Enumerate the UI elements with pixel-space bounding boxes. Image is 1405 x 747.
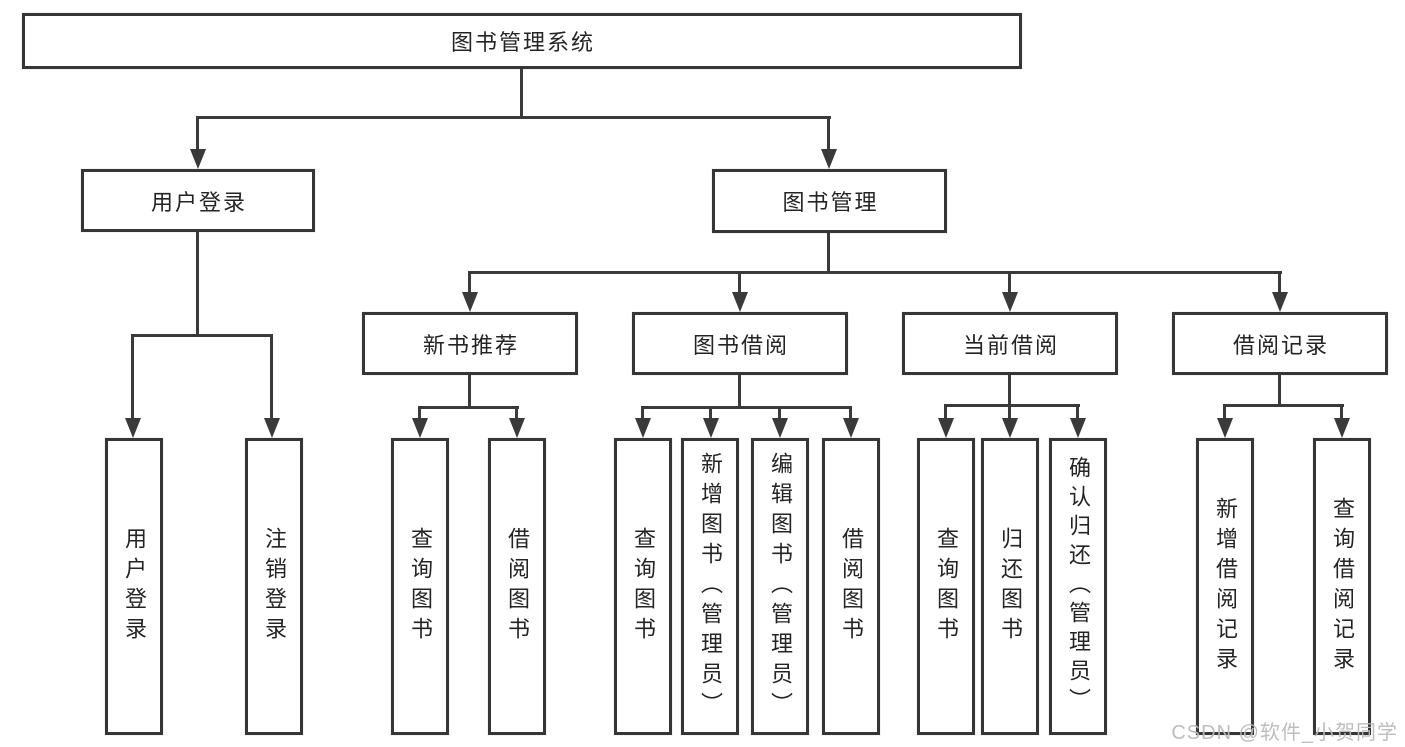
arrowhead-down-icon bbox=[1070, 418, 1086, 438]
connector-line bbox=[738, 271, 741, 295]
connector-line bbox=[196, 116, 831, 119]
node-label: 图书管理 bbox=[782, 190, 879, 215]
leaf-borrow-books-1: 借阅图书 bbox=[488, 438, 546, 735]
connector-line bbox=[196, 116, 199, 152]
connector-line bbox=[1223, 404, 1344, 407]
node-label: 图书借阅 bbox=[692, 332, 789, 358]
leaf-label: 查询借阅记录 bbox=[1330, 496, 1355, 677]
node-book-management: 图书管理 bbox=[712, 169, 947, 233]
connector-line bbox=[641, 406, 852, 409]
node-root-library-system: 图书管理系统 bbox=[22, 13, 1022, 69]
leaf-borrow-books-2: 借阅图书 bbox=[822, 438, 880, 735]
connector-line bbox=[468, 375, 471, 408]
connector-line bbox=[270, 334, 273, 420]
connector-line bbox=[827, 116, 830, 152]
arrowhead-down-icon bbox=[1272, 292, 1288, 312]
leaf-label: 确认归还（管理员） bbox=[1066, 456, 1091, 717]
connector-line bbox=[849, 406, 852, 420]
arrowhead-down-icon bbox=[821, 149, 837, 169]
arrowhead-down-icon bbox=[1002, 292, 1018, 312]
leaf-label: 归还图书 bbox=[998, 526, 1023, 647]
arrowhead-down-icon bbox=[843, 418, 859, 438]
connector-line bbox=[1278, 271, 1281, 295]
connector-line bbox=[944, 404, 1080, 407]
connector-line bbox=[1008, 375, 1011, 406]
connector-line bbox=[1008, 271, 1011, 295]
leaf-confirm-return-admin: 确认归还（管理员） bbox=[1049, 438, 1107, 735]
node-label: 图书管理系统 bbox=[450, 30, 595, 55]
connector-line bbox=[515, 406, 518, 420]
leaf-query-books-2: 查询图书 bbox=[614, 438, 672, 735]
connector-line bbox=[131, 334, 273, 337]
connector-line bbox=[418, 406, 519, 409]
connector-line bbox=[827, 233, 830, 274]
leaf-add-borrow-record: 新增借阅记录 bbox=[1196, 438, 1254, 735]
leaf-label: 新增借阅记录 bbox=[1213, 496, 1238, 677]
arrowhead-down-icon bbox=[772, 418, 788, 438]
leaf-query-books-3: 查询图书 bbox=[917, 438, 975, 735]
arrowhead-down-icon bbox=[635, 418, 651, 438]
connector-line bbox=[778, 406, 781, 420]
connector-line bbox=[418, 406, 421, 420]
csdn-watermark: CSDN @软件_小贺同学 bbox=[1171, 722, 1398, 744]
arrowhead-down-icon bbox=[732, 292, 748, 312]
connector-line bbox=[196, 232, 199, 337]
connector-line bbox=[468, 271, 471, 295]
connector-line bbox=[738, 375, 741, 408]
arrowhead-down-icon bbox=[703, 418, 719, 438]
connector-line bbox=[1223, 404, 1226, 420]
node-book-borrowing: 图书借阅 bbox=[632, 312, 848, 375]
leaf-label: 查询图书 bbox=[631, 526, 656, 647]
leaf-query-borrow-record: 查询借阅记录 bbox=[1313, 438, 1371, 735]
leaf-add-books-admin: 新增图书（管理员） bbox=[681, 438, 739, 735]
leaf-label: 编辑图书（管理员） bbox=[768, 451, 793, 722]
connector-line bbox=[1076, 404, 1079, 420]
node-current-borrowing: 当前借阅 bbox=[902, 312, 1118, 375]
leaf-label: 新增图书（管理员） bbox=[698, 451, 723, 722]
leaf-query-books-1: 查询图书 bbox=[391, 438, 449, 735]
connector-line bbox=[131, 334, 134, 420]
arrowhead-down-icon bbox=[938, 418, 954, 438]
arrowhead-down-icon bbox=[190, 149, 206, 169]
leaf-edit-books-admin: 编辑图书（管理员） bbox=[751, 438, 809, 735]
arrowhead-down-icon bbox=[509, 418, 525, 438]
leaf-return-books: 归还图书 bbox=[981, 438, 1039, 735]
leaf-label: 借阅图书 bbox=[505, 526, 530, 647]
leaf-logout: 注销登录 bbox=[245, 438, 303, 735]
arrowhead-down-icon bbox=[1334, 418, 1350, 438]
node-label: 用户登录 bbox=[150, 189, 247, 215]
arrowhead-down-icon bbox=[412, 418, 428, 438]
leaf-label: 借阅图书 bbox=[839, 526, 864, 647]
leaf-label: 查询图书 bbox=[934, 526, 959, 647]
node-borrowing-records: 借阅记录 bbox=[1172, 312, 1388, 375]
connector-line bbox=[641, 406, 644, 420]
connector-line bbox=[1278, 375, 1281, 406]
connector-line bbox=[944, 404, 947, 420]
arrowhead-down-icon bbox=[1002, 418, 1018, 438]
node-label: 当前借阅 bbox=[962, 332, 1059, 358]
connector-line bbox=[1008, 404, 1011, 420]
arrowhead-down-icon bbox=[1217, 418, 1233, 438]
connector-line bbox=[468, 271, 1282, 274]
node-user-login: 用户登录 bbox=[81, 169, 315, 232]
node-label: 借阅记录 bbox=[1232, 332, 1329, 358]
connector-line bbox=[709, 406, 712, 420]
connector-line bbox=[520, 69, 523, 118]
arrowhead-down-icon bbox=[125, 418, 141, 438]
connector-line bbox=[1340, 404, 1343, 420]
node-new-book-recommend: 新书推荐 bbox=[362, 312, 578, 375]
arrowhead-down-icon bbox=[462, 292, 478, 312]
leaf-label: 用户登录 bbox=[122, 526, 147, 647]
leaf-label: 查询图书 bbox=[408, 526, 433, 647]
arrowhead-down-icon bbox=[264, 418, 280, 438]
leaf-label: 注销登录 bbox=[262, 526, 287, 647]
leaf-user-login: 用户登录 bbox=[105, 438, 163, 735]
node-label: 新书推荐 bbox=[422, 332, 519, 358]
